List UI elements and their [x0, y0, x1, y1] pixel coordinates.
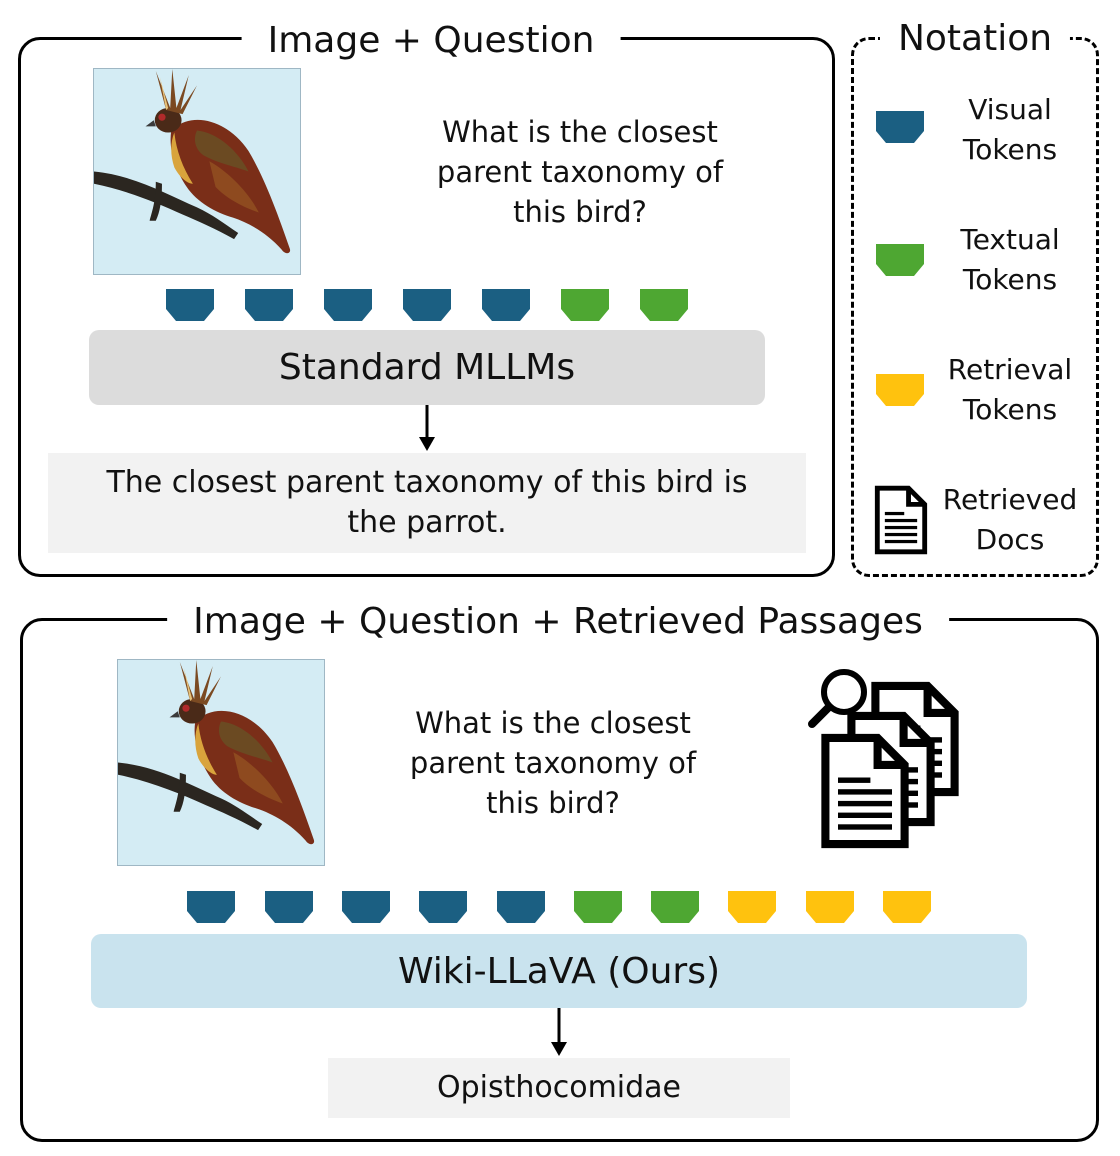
visual-token — [403, 289, 451, 321]
notation-title: Notation — [879, 17, 1071, 61]
textual-token — [561, 289, 609, 321]
visual-token — [497, 891, 545, 923]
visual-token — [187, 891, 235, 923]
answer-text: The closest parent taxonomy of this bird… — [106, 465, 748, 540]
question-text: What is the closest parent taxonomy of t… — [436, 115, 724, 229]
textual-token — [574, 891, 622, 923]
down-arrow-icon — [419, 405, 435, 451]
legend-label-visual: Visual Tokens — [962, 93, 1058, 166]
retrieval-token — [806, 891, 854, 923]
textual-token — [651, 891, 699, 923]
visual-token — [245, 289, 293, 321]
retrieval-token — [883, 891, 931, 923]
textual-token — [640, 289, 688, 321]
bird-image — [93, 68, 301, 275]
magnifier-icon — [808, 669, 867, 728]
retrieved-documents-icon — [808, 669, 966, 854]
top-panel-title: Image + Question — [241, 19, 621, 63]
answer-box-standard: The closest parent taxonomy of this bird… — [48, 453, 806, 553]
visual-token — [482, 289, 530, 321]
down-arrow-icon — [551, 1008, 567, 1056]
model-bar-ours: Wiki-LLaVA (Ours) — [91, 934, 1027, 1008]
model-bar-standard: Standard MLLMs — [89, 330, 765, 405]
answer-box-ours: Opisthocomidae — [328, 1058, 790, 1118]
textual-token-icon — [876, 244, 924, 276]
visual-token-icon — [876, 111, 924, 143]
visual-token — [342, 891, 390, 923]
visual-token — [324, 289, 372, 321]
legend-label-textual: Textual Tokens — [960, 223, 1060, 296]
visual-token — [265, 891, 313, 923]
visual-token — [166, 289, 214, 321]
retrieval-token — [728, 891, 776, 923]
bird-image — [117, 659, 325, 866]
visual-token — [419, 891, 467, 923]
legend-label-retrieval: Retrieval Tokens — [947, 353, 1073, 426]
retrieval-token-icon — [876, 374, 924, 406]
document-icon — [874, 485, 928, 555]
bottom-panel-title: Image + Question + Retrieved Passages — [167, 600, 949, 644]
question-text: What is the closest parent taxonomy of t… — [409, 706, 697, 820]
legend-label-docs: Retrieved Docs — [942, 483, 1078, 556]
